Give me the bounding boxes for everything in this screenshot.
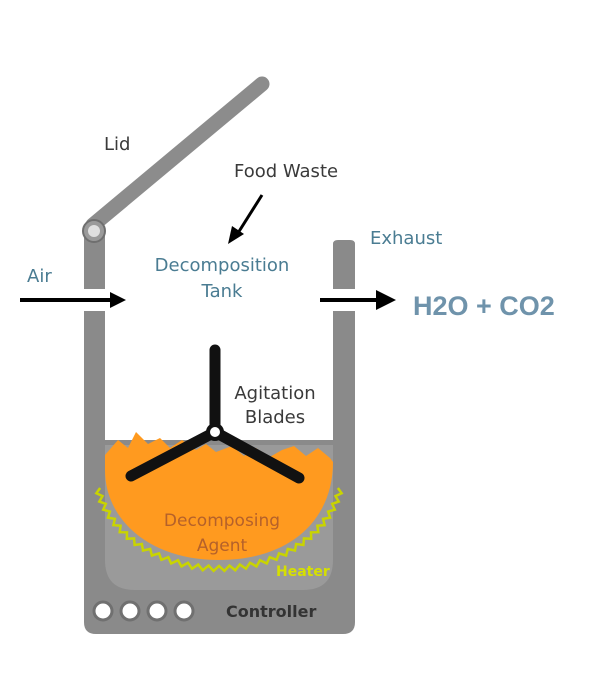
agitation-blades[interactable] xyxy=(125,344,305,484)
exhaust-label: Exhaust xyxy=(370,228,442,249)
arrow-down-icon xyxy=(228,226,244,244)
heater-coil xyxy=(94,487,344,573)
tank-label-line2: Tank xyxy=(201,281,243,302)
formula-label: H2O + CO2 xyxy=(413,291,555,321)
lid-hinge-icon xyxy=(82,219,106,243)
agent-label-line1: Decomposing xyxy=(164,511,280,531)
controller-knob-icon[interactable] xyxy=(173,600,195,622)
agent-label-line2: Agent xyxy=(197,536,248,556)
controller-knob-icon[interactable] xyxy=(119,600,141,622)
food-waste-label: Food Waste xyxy=(234,161,338,182)
blades-label-line1: Agitation xyxy=(234,383,315,404)
controller-knobs[interactable] xyxy=(92,600,195,622)
lid-label: Lid xyxy=(104,134,130,155)
arrow-right-icon xyxy=(376,290,396,310)
blades-label-line2: Blades xyxy=(245,407,305,428)
food-waste-arrow xyxy=(228,194,264,244)
controller-knob-icon[interactable] xyxy=(146,600,168,622)
arrow-right-icon xyxy=(110,292,126,308)
controller-knob-icon[interactable] xyxy=(92,600,114,622)
controller-label: Controller xyxy=(226,602,316,621)
air-label: Air xyxy=(27,266,52,287)
heater-label: Heater xyxy=(276,564,330,580)
tank-label-line1: Decomposition xyxy=(155,255,290,276)
air-arrow xyxy=(20,292,126,308)
exhaust-arrow xyxy=(320,290,396,310)
lid[interactable] xyxy=(85,76,270,233)
